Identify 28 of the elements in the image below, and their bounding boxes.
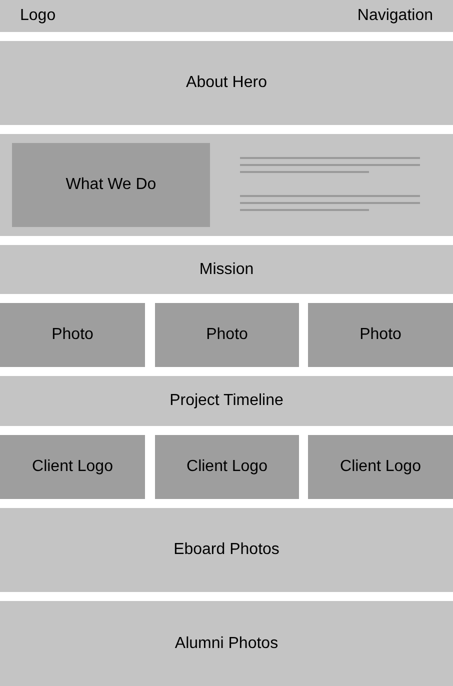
label-text: Project Timeline [170,391,284,411]
label-text: Client Logo [340,457,421,477]
label-text: Client Logo [32,457,113,477]
client-card [308,435,453,499]
label-text: Client Logo [186,457,268,477]
label-text: About Hero [186,73,267,93]
label-text: Photo [52,325,94,345]
label-text: Logo [20,6,56,26]
label-text: Mission [199,260,254,280]
photo-card [308,303,453,367]
header-bar [0,0,453,32]
section-band [0,376,453,426]
label-text: Alumni Photos [174,634,278,654]
label-text: Navigation [357,6,433,26]
content-section [0,134,453,236]
section-band [0,245,453,294]
label-text: Photo [206,325,248,345]
section-band [0,508,453,592]
photo-card [155,303,299,367]
photo-card [0,303,145,367]
client-card [0,435,145,499]
hero-section [0,41,453,125]
label-text: Eboard Photos [174,540,280,560]
section-band [0,601,453,686]
label-text: What We Do [66,175,156,195]
label-text: Photo [360,325,402,345]
content-card [12,143,210,227]
client-card [155,435,299,499]
